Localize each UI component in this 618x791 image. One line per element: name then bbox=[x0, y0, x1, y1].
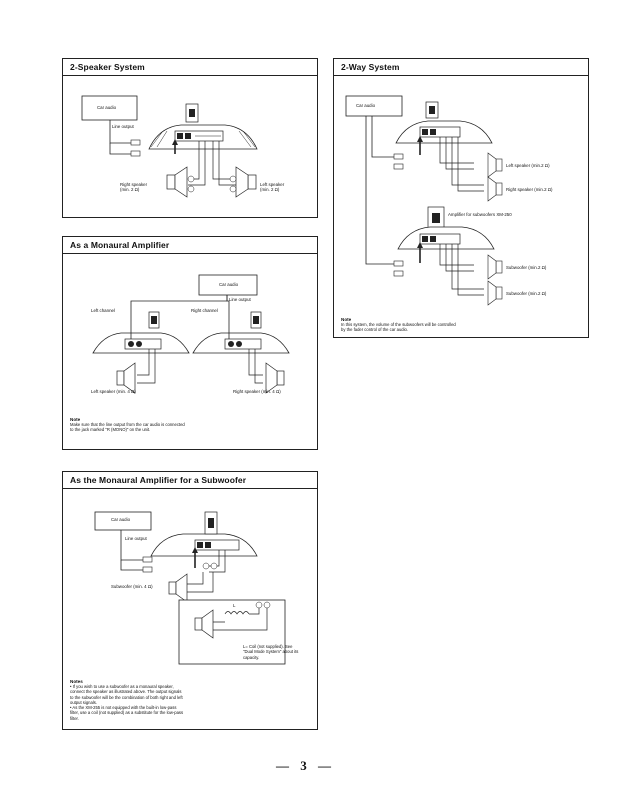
speaker-icon bbox=[487, 254, 503, 280]
panel-title: As a Monaural Amplifier bbox=[70, 240, 170, 250]
car-audio-label: Car audio bbox=[111, 517, 131, 522]
car-audio-label: Car audio bbox=[219, 282, 239, 287]
amplifier-icon bbox=[150, 533, 258, 557]
panel-title: As the Monaural Amplifier for a Subwoofe… bbox=[70, 475, 247, 485]
notes-title: Notes bbox=[70, 679, 83, 684]
panel-title: 2-Way System bbox=[341, 62, 400, 72]
speaker-icon bbox=[166, 166, 188, 198]
coil-description: L= Coil (not supplied). See "Dual Mode S… bbox=[243, 644, 299, 660]
note-text: In this system, the volume of the subwoo… bbox=[341, 322, 456, 333]
coil-icon bbox=[224, 611, 250, 615]
amplifier-subwoofer-label: Amplifier for subwoofers XM-250 bbox=[448, 212, 512, 217]
right-speaker-label: Right speaker (min. 2 Ω) bbox=[120, 182, 148, 192]
left-channel-label: Left channel bbox=[91, 308, 115, 313]
note-item: • If you wish to use a subwoofer as a mo… bbox=[70, 684, 183, 705]
right-speaker-label: Right speaker (min.2 Ω) bbox=[506, 187, 553, 192]
two-way-diagram bbox=[345, 95, 503, 306]
left-speaker-label: Left speaker (min. 4 Ω) bbox=[91, 389, 136, 394]
remote-connector-icon bbox=[185, 103, 199, 123]
rca-plug-icon bbox=[130, 139, 141, 157]
panel-title: 2-Speaker System bbox=[70, 62, 145, 72]
speaker-icon bbox=[194, 609, 214, 639]
remote-connector-icon bbox=[425, 101, 439, 119]
remote-connector-icon bbox=[250, 311, 262, 329]
note-title: Note bbox=[341, 317, 352, 322]
two-speaker-diagram bbox=[81, 95, 258, 198]
amplifier-icon bbox=[192, 332, 290, 354]
note-text: Make sure that the line output from the … bbox=[70, 422, 185, 433]
right-channel-label: Right channel bbox=[191, 308, 218, 313]
speaker-icon bbox=[487, 280, 503, 306]
monaural-diagram bbox=[92, 274, 290, 394]
amplifier-icon bbox=[395, 120, 493, 144]
panel-two-way-system: 2-Way System Car audio bbox=[333, 58, 589, 338]
speaker-icon bbox=[168, 573, 188, 603]
line-output-label: Line output bbox=[229, 297, 251, 302]
remote-connector-icon bbox=[148, 311, 160, 329]
left-speaker-label: Left speaker (min. 2 Ω) bbox=[260, 182, 285, 192]
speaker-icon bbox=[487, 176, 503, 202]
amplifier-icon bbox=[92, 332, 190, 354]
note-item: • As the XM-255 is not equipped with the… bbox=[70, 705, 184, 721]
panel-two-speaker-system: 2-Speaker System Car audio Line outpu bbox=[62, 58, 318, 218]
title-rule bbox=[63, 253, 317, 254]
title-rule bbox=[63, 75, 317, 76]
coil-label: L bbox=[233, 603, 236, 608]
title-rule bbox=[63, 488, 317, 489]
car-audio-label: Car audio bbox=[356, 103, 376, 108]
remote-connector-icon bbox=[427, 206, 445, 230]
line-output-label: Line output bbox=[125, 536, 147, 541]
amplifier-icon bbox=[148, 124, 258, 150]
panel-monaural-amplifier: As a Monaural Amplifier Car audio Line o… bbox=[62, 236, 318, 450]
remote-connector-icon bbox=[204, 511, 218, 535]
subwoofer-label: Subwoofer (min. 4 Ω) bbox=[111, 584, 153, 589]
title-rule bbox=[334, 75, 588, 76]
note-title: Note bbox=[70, 417, 81, 422]
monaural-subwoofer-diagram bbox=[94, 511, 286, 665]
page-number: — 3 — bbox=[276, 758, 335, 773]
speaker-icon bbox=[265, 362, 285, 394]
right-speaker-label: Right speaker (min. 4 Ω) bbox=[233, 389, 281, 394]
speaker-icon bbox=[116, 362, 136, 394]
subwoofer-label: Subwoofer (min.2 Ω) bbox=[506, 291, 547, 296]
car-audio-label: Car audio bbox=[97, 105, 117, 110]
line-output-label: Line output bbox=[112, 124, 134, 129]
panel-monaural-subwoofer: As the Monaural Amplifier for a Subwoofe… bbox=[62, 471, 318, 730]
subwoofer-label: Subwoofer (min.2 Ω) bbox=[506, 265, 547, 270]
speaker-icon bbox=[487, 152, 503, 178]
speaker-icon bbox=[235, 166, 257, 198]
left-speaker-label: Left speaker (min.2 Ω) bbox=[506, 163, 550, 168]
